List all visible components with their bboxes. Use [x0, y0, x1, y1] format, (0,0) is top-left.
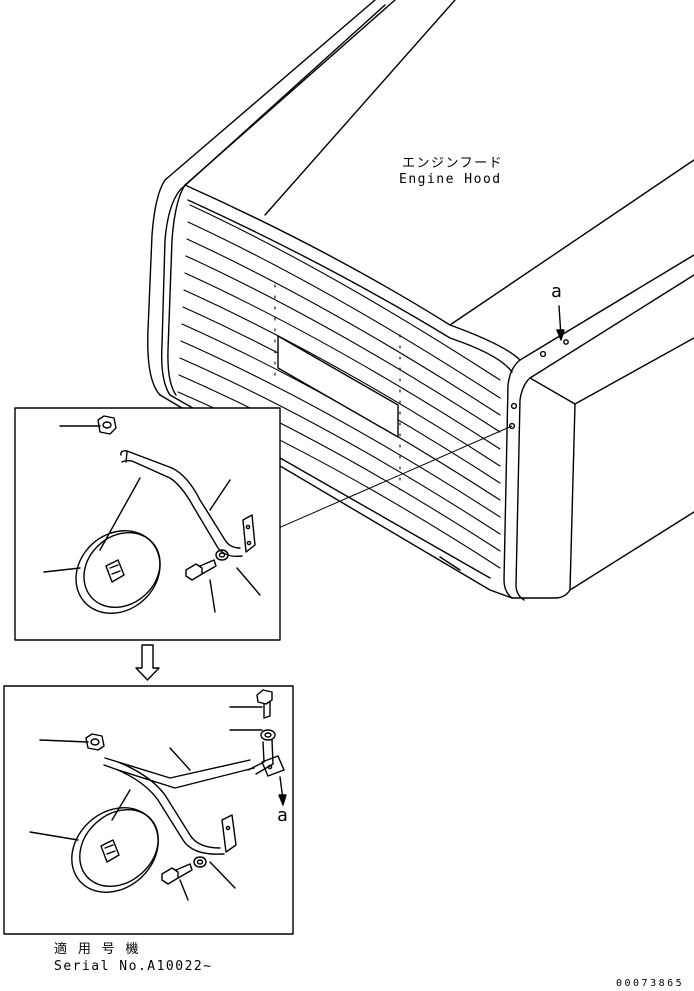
applicable-serial-heading: 適 用 号 機 [54, 942, 140, 957]
transition-arrow [135, 644, 160, 681]
grille-louvers [177, 204, 501, 569]
detail-box-original [14, 407, 281, 641]
reference-mark-a-bottom: a [277, 805, 288, 826]
detail-box-revised [3, 685, 294, 935]
drawing-number: 00073865 [616, 978, 685, 989]
reference-mark-a-top: a [551, 281, 562, 302]
engine-hood-label-en: Engine Hood [399, 172, 502, 187]
mounting-leader-line [241, 425, 513, 545]
engine-hood-label-jp: エンジンフード [402, 156, 504, 171]
emblem-plate [277, 335, 399, 438]
serial-number-range: Serial No.A10022~ [54, 959, 213, 974]
